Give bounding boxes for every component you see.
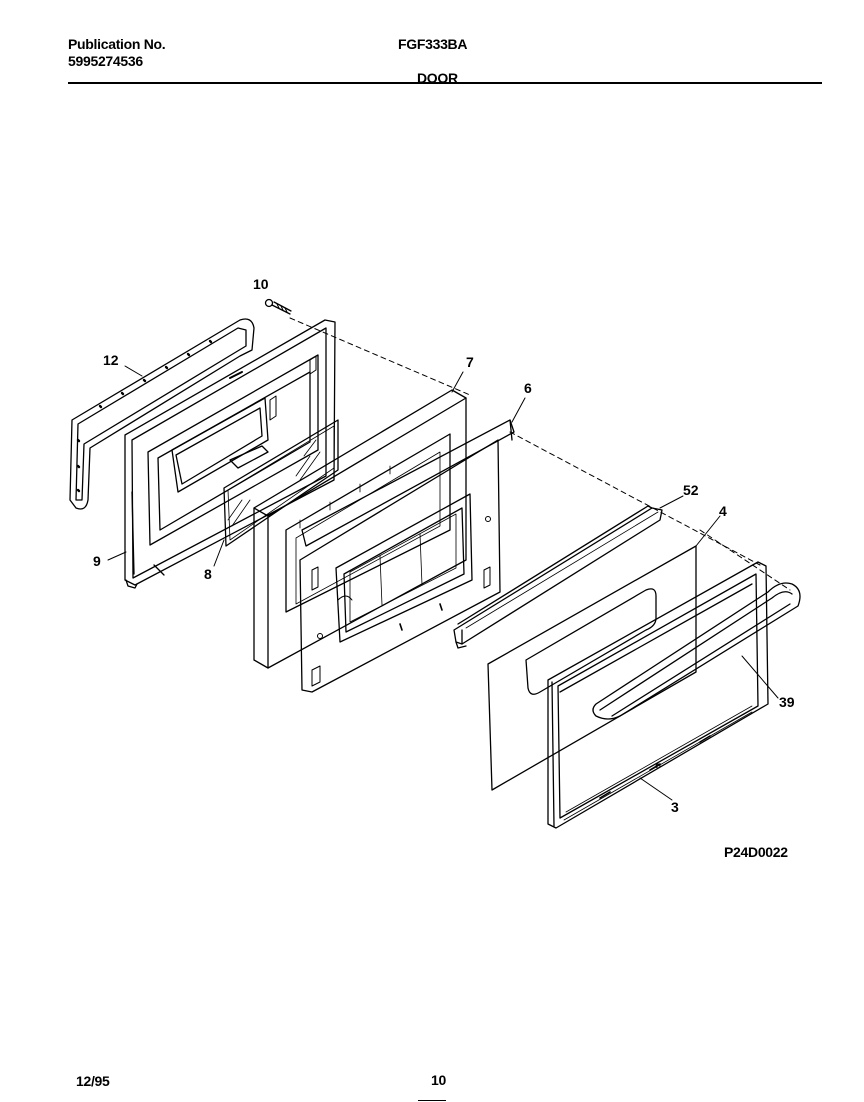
insulation-part-7	[253, 389, 467, 669]
callout-3: 3	[671, 799, 679, 815]
callout-6: 6	[524, 380, 532, 396]
callout-52: 52	[683, 482, 699, 498]
publication-number: 5995274536	[68, 53, 143, 69]
page-number: 10	[431, 1072, 446, 1088]
gasket-part-12	[69, 318, 255, 510]
screw-part-10	[264, 298, 292, 315]
callout-10: 10	[253, 276, 269, 292]
callout-4: 4	[719, 503, 727, 519]
callout-39: 39	[779, 694, 795, 710]
handle-part-39	[592, 582, 801, 720]
section-title: DOOR	[417, 70, 458, 86]
callout-9: 9	[93, 553, 101, 569]
inner-liner-part-9	[124, 319, 336, 589]
window-glass-part-8	[223, 419, 339, 547]
callout-leaders	[107, 365, 779, 801]
outer-frame-part-3	[547, 561, 769, 829]
door-panel-part-6	[299, 419, 515, 693]
callout-12: 12	[103, 352, 119, 368]
header-rule	[68, 82, 822, 84]
publication-label: Publication No.	[68, 36, 166, 52]
drawing-code: P24D0022	[724, 844, 788, 860]
footer-date: 12/95	[76, 1073, 110, 1089]
model-number: FGF333BA	[398, 36, 468, 52]
footer-rule	[418, 1100, 446, 1101]
callout-8: 8	[204, 566, 212, 582]
trim-strip-part-52	[453, 505, 663, 649]
assembly-guide-lines	[289, 317, 791, 591]
callout-7: 7	[466, 354, 474, 370]
outer-glass-part-4	[487, 545, 697, 791]
